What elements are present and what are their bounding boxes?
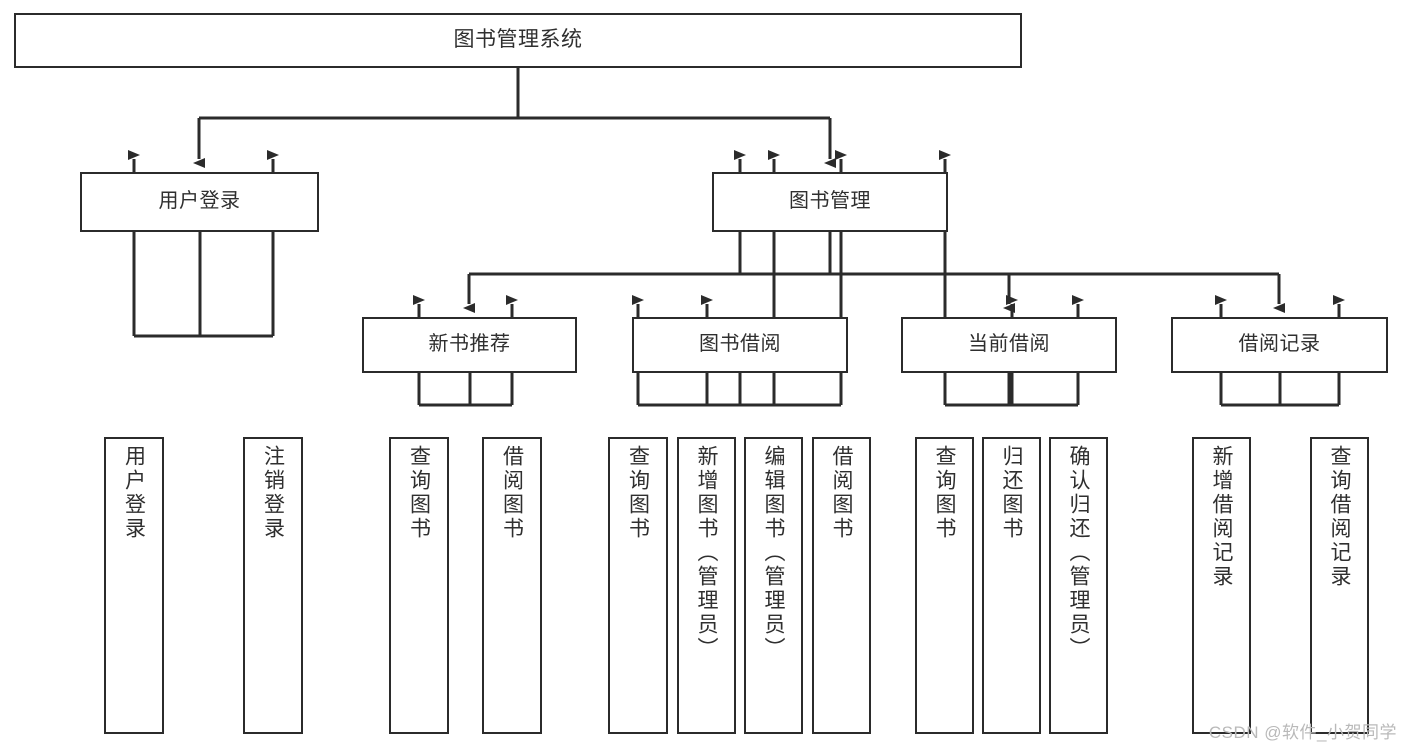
node-label: 确认归还（管理员） — [1067, 445, 1090, 661]
node-label: 注销登录 — [261, 445, 285, 541]
node-leaf-return-book[interactable]: 归还图书 — [982, 437, 1041, 734]
node-label: 图书管理系统 — [453, 28, 583, 52]
node-leaf-query-book-3[interactable]: 查询图书 — [915, 437, 974, 734]
node-borrow-record[interactable]: 借阅记录 — [1171, 317, 1388, 373]
node-user-login[interactable]: 用户登录 — [80, 172, 319, 232]
node-leaf-query-book-2[interactable]: 查询图书 — [608, 437, 668, 734]
node-book-management[interactable]: 图书管理 — [712, 172, 948, 232]
node-label: 用户登录 — [158, 190, 241, 213]
node-label: 查询图书 — [626, 445, 650, 541]
node-leaf-add-record[interactable]: 新增借阅记录 — [1192, 437, 1251, 734]
node-label: 借阅图书 — [500, 445, 524, 541]
node-root[interactable]: 图书管理系统 — [14, 13, 1022, 68]
node-label: 新增借阅记录 — [1210, 445, 1233, 589]
node-label: 借阅图书 — [830, 445, 853, 541]
node-label: 当前借阅 — [968, 333, 1050, 356]
node-label: 查询图书 — [933, 445, 956, 541]
node-leaf-edit-book[interactable]: 编辑图书（管理员） — [744, 437, 803, 734]
node-leaf-query-record[interactable]: 查询借阅记录 — [1310, 437, 1369, 734]
node-label: 新增图书（管理员） — [695, 445, 718, 661]
node-book-borrow[interactable]: 图书借阅 — [632, 317, 848, 373]
node-leaf-add-book[interactable]: 新增图书（管理员） — [677, 437, 736, 734]
node-leaf-logout[interactable]: 注销登录 — [243, 437, 303, 734]
node-label: 归还图书 — [1000, 445, 1023, 541]
node-leaf-query-book-1[interactable]: 查询图书 — [389, 437, 449, 734]
node-label: 借阅记录 — [1238, 333, 1321, 356]
node-label: 新书推荐 — [428, 333, 511, 356]
node-label: 图书借阅 — [699, 333, 781, 356]
node-label: 查询图书 — [407, 445, 431, 541]
node-label: 查询借阅记录 — [1328, 445, 1351, 589]
node-new-book-recommend[interactable]: 新书推荐 — [362, 317, 577, 373]
watermark-text: CSDN @软件_小贺同学 — [1208, 723, 1397, 742]
node-leaf-confirm-return[interactable]: 确认归还（管理员） — [1049, 437, 1108, 734]
node-leaf-user-login[interactable]: 用户登录 — [104, 437, 164, 734]
node-current-borrow[interactable]: 当前借阅 — [901, 317, 1117, 373]
node-label: 用户登录 — [122, 445, 146, 541]
node-leaf-borrow-book-1[interactable]: 借阅图书 — [482, 437, 542, 734]
node-leaf-borrow-book-2[interactable]: 借阅图书 — [812, 437, 871, 734]
node-label: 编辑图书（管理员） — [762, 445, 785, 661]
node-label: 图书管理 — [789, 190, 871, 213]
